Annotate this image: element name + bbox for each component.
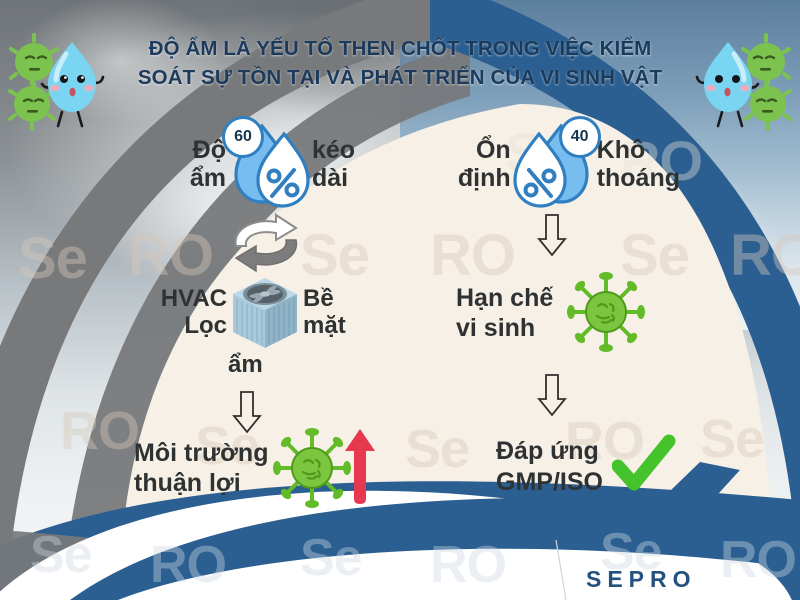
watermark: RO (720, 531, 797, 589)
humidity-40-label-left: Ổn định (457, 136, 511, 192)
badge-humidity-40: 40 (558, 116, 601, 158)
down-arrow-outline-icon (537, 214, 567, 257)
water-droplet-character-icon (40, 42, 105, 128)
water-droplet-percent-icon: 40 (511, 116, 601, 208)
germ-character-icon (8, 77, 56, 131)
virus-icon (567, 272, 645, 352)
swoosh-gray-outer (0, 0, 430, 600)
title-line-2: SOÁT SỰ TỒN TẠI VÀ PHÁT TRIỂN CỦA VI SIN… (137, 66, 663, 90)
watermark: Se (700, 409, 765, 469)
watermark: RO (430, 536, 507, 594)
hvac-condenser-unit-icon (233, 278, 297, 348)
title-line-1: ĐỘ ẨM LÀ YẾU TỐ THEN CHỐT TRONG VIỆC KIỂ… (148, 37, 652, 60)
watermark: Se (300, 223, 370, 288)
down-arrow-outline-icon (232, 391, 262, 434)
hvac-label-left: HVAC Lọc (160, 285, 227, 339)
hvac-label-bottom: ẩm (228, 351, 263, 378)
left-step-hvac: HVAC Lọc Bề (150, 278, 380, 348)
watermark: Se (620, 223, 690, 288)
watermark: RO (730, 223, 800, 288)
humidity-60-label-left: Độ ẩm (189, 136, 226, 192)
mascot-group-left (8, 33, 105, 131)
green-check-icon (612, 434, 676, 491)
footer-divider (555, 539, 567, 600)
watermark: RO (565, 411, 645, 471)
footer-blue-tail (640, 462, 740, 540)
water-droplet-character-icon (695, 42, 760, 128)
germ-character-icon (9, 33, 59, 91)
humidity-60-label-right: kéo dài (312, 136, 356, 192)
watermark: Se (18, 226, 88, 291)
watermark: RO (128, 223, 214, 288)
swoosh-blue-outer (430, 0, 800, 600)
gmp-iso-label: Đáp ứng GMP/ISO (496, 437, 603, 496)
left-step-humidity-60: Độ ẩm 60 kéo dài (170, 116, 370, 208)
mascot-group-right (695, 33, 792, 131)
favorable-environment-label: Môi trường thuận lợi (134, 439, 269, 497)
watermark: RO (150, 536, 227, 594)
sepro-logo: SEPRO (586, 566, 697, 592)
watermark: RO (60, 401, 140, 461)
watermark: Se (30, 526, 93, 584)
limit-microbes-label: Hạn chế vi sinh (456, 284, 554, 342)
watermark: RO (430, 223, 516, 288)
watermark: Se (405, 419, 470, 479)
virus-icon (273, 428, 351, 508)
circular-arrows-icon (234, 213, 298, 273)
red-up-arrow-icon (345, 429, 375, 504)
page-title: ĐỘ ẨM LÀ YẾU TỐ THEN CHỐT TRONG VIỆC KIỂ… (0, 34, 800, 92)
humidity-40-label-right: Khô thoáng (596, 136, 680, 192)
watermark: Se (600, 523, 663, 581)
watermark: RO (620, 129, 703, 192)
badge-humidity-60: 60 (222, 116, 264, 158)
footer-blue-band (70, 497, 800, 600)
watermark: Se (300, 529, 363, 587)
right-step-humidity-40: Ổn định 40 Khô thoáng (452, 116, 682, 208)
water-droplet-percent-icon: 60 (222, 116, 312, 208)
down-arrow-outline-icon (537, 374, 567, 417)
hvac-label-right: Bề mặt (303, 285, 346, 339)
